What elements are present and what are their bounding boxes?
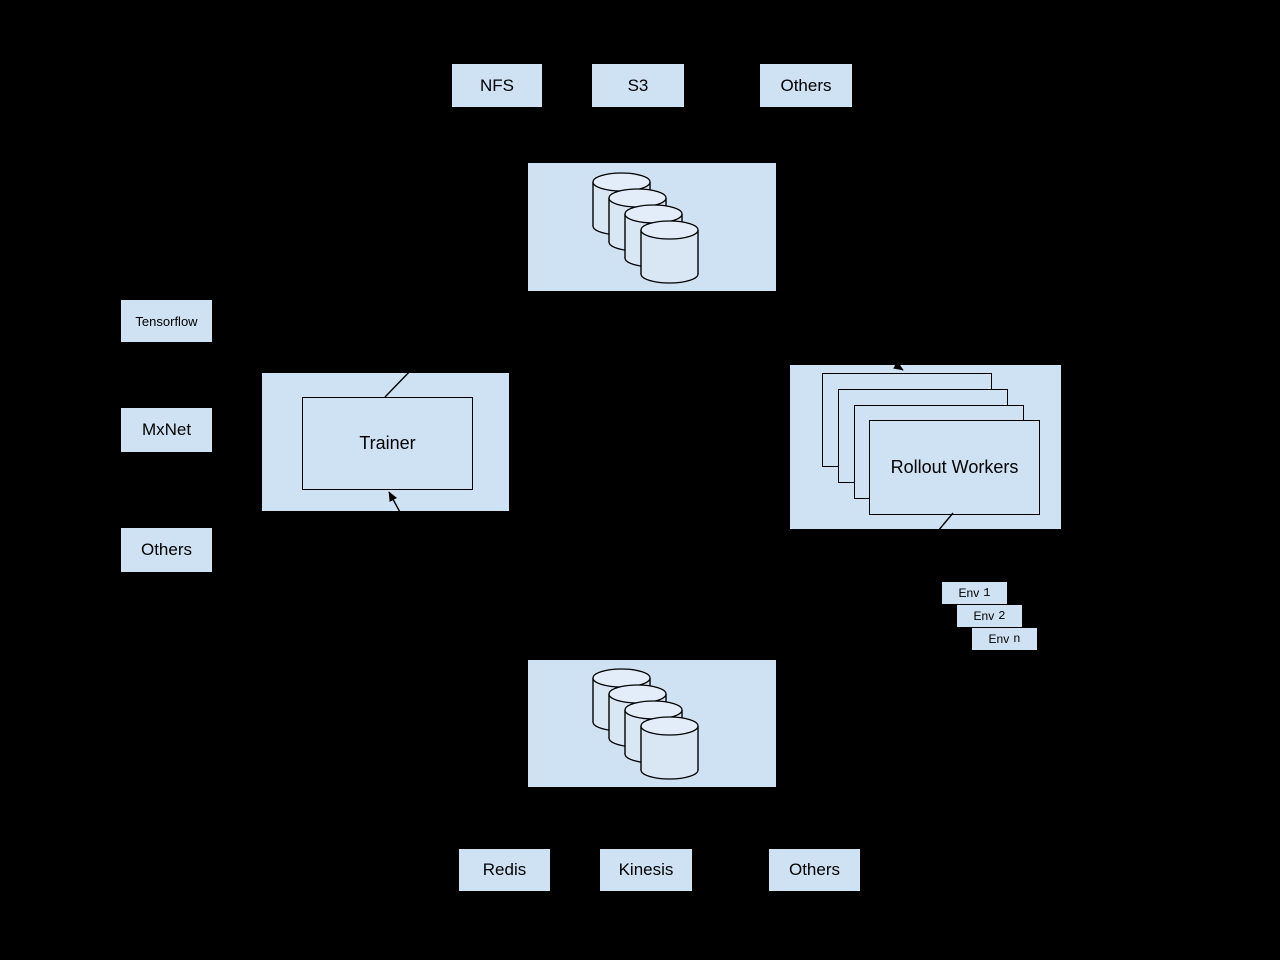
model-storage-panel (528, 163, 776, 291)
database-cylinders-icon (592, 172, 699, 284)
env-1-index: 1 (983, 586, 991, 600)
node-others-bottom-label: Others (788, 860, 841, 879)
node-mxnet-label: MxNet (141, 420, 192, 439)
node-env-1: Env 1 (942, 582, 1007, 604)
node-s3-label: S3 (627, 75, 649, 95)
trajectory-storage-panel (528, 660, 776, 787)
node-kinesis-label: Kinesis (618, 860, 674, 879)
node-redis-label: Redis (482, 860, 527, 879)
arrow-rollout-out (938, 512, 954, 529)
database-cylinders-icon (592, 668, 699, 780)
node-others-left-label: Others (140, 540, 193, 559)
node-others-bottom: Others (769, 849, 860, 891)
node-kinesis: Kinesis (600, 849, 692, 891)
node-s3: S3 (592, 64, 684, 107)
env-2-index: 2 (998, 609, 1006, 623)
env-n-prefix: Env (988, 632, 1010, 646)
env-1-prefix: Env (958, 586, 980, 600)
rollout-workers-box: Rollout Workers (869, 420, 1040, 515)
trainer-box: Trainer (302, 397, 473, 490)
node-others-top-label: Others (780, 75, 832, 95)
node-others-top: Others (760, 64, 852, 107)
env-n-index: n (1013, 632, 1021, 646)
rollout-workers-label: Rollout Workers (890, 457, 1019, 477)
node-env-n: Env n (972, 628, 1037, 650)
env-2-prefix: Env (973, 609, 995, 623)
arrow-trainer-out (384, 373, 410, 398)
trainer-panel: Trainer (262, 373, 509, 511)
arrow-into-trainer (388, 491, 401, 511)
node-tensorflow-label: Tensorflow (135, 313, 198, 329)
node-tensorflow: Tensorflow (121, 300, 212, 342)
node-others-left: Others (121, 528, 212, 572)
node-nfs: NFS (452, 64, 542, 107)
arrow-into-rollout (893, 365, 904, 371)
node-env-2: Env 2 (957, 605, 1022, 627)
rollout-workers-panel: Rollout Workers (790, 365, 1061, 529)
node-nfs-label: NFS (480, 75, 514, 95)
trainer-label: Trainer (359, 433, 416, 453)
node-mxnet: MxNet (121, 408, 212, 452)
node-redis: Redis (459, 849, 550, 891)
